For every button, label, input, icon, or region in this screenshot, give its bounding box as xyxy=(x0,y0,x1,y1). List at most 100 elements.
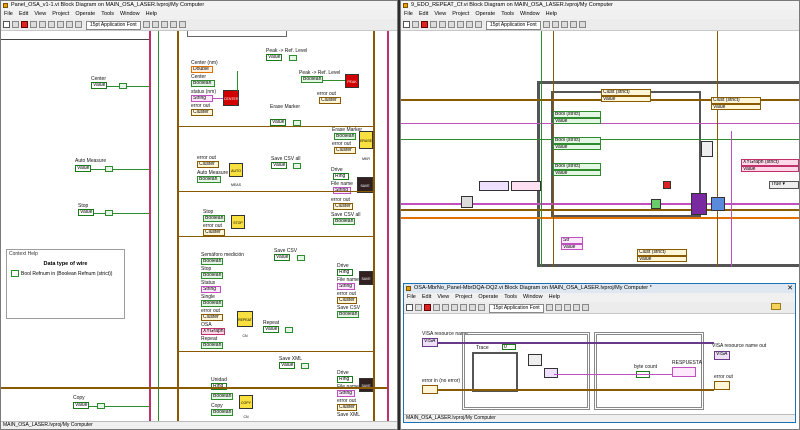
subvi-block[interactable] xyxy=(479,181,509,191)
clust-strict-node-2[interactable]: Clust (strict) xyxy=(711,97,761,104)
step-out-button[interactable] xyxy=(475,21,482,28)
reorder-button[interactable] xyxy=(572,304,580,311)
stop-subvi-icon[interactable]: STOP xyxy=(231,215,245,229)
trace-case-structure[interactable] xyxy=(472,352,518,392)
distribute-objects-button[interactable] xyxy=(151,21,159,28)
block-diagram-window-panel-osa[interactable]: Panel_OSA_v1-1.vi Block Diagram on MAIN_… xyxy=(0,0,398,430)
menu-file[interactable]: File xyxy=(404,11,413,17)
menu-operate[interactable]: Operate xyxy=(475,11,496,17)
run-continuously-button[interactable] xyxy=(412,21,419,28)
drive-ring-2[interactable]: Ring xyxy=(337,269,353,276)
while-loop[interactable] xyxy=(537,81,799,267)
window-title-bar[interactable]: Panel_OSA_v1-1.vi Block Diagram on MAIN_… xyxy=(1,1,397,10)
xygraph-value[interactable]: Value xyxy=(741,166,799,172)
center-subvi-icon[interactable]: CENTER xyxy=(223,90,239,106)
center-nm-numeric[interactable]: Double xyxy=(191,66,213,73)
erase-marker-boolean[interactable]: Boolean xyxy=(334,133,356,140)
retain-wire-values-button[interactable] xyxy=(448,21,455,28)
auto-measure-control[interactable]: Value xyxy=(75,165,91,172)
menu-window[interactable]: Window xyxy=(520,11,540,17)
menu-help[interactable]: Help xyxy=(548,294,560,300)
retain-wire-values-button[interactable] xyxy=(48,21,55,28)
retain-wire-values-button[interactable] xyxy=(451,304,458,311)
menu-file[interactable]: File xyxy=(4,11,13,17)
center-compare[interactable] xyxy=(119,83,127,89)
clust-strict-node[interactable]: Clust (strict) xyxy=(601,89,651,96)
error-out-cluster-5[interactable]: Cluster xyxy=(333,203,353,210)
stop-control[interactable]: Value xyxy=(78,209,94,216)
save-compare[interactable] xyxy=(293,163,301,169)
step-out-button[interactable] xyxy=(75,21,82,28)
respuesta-indicator[interactable] xyxy=(672,367,696,377)
subvi-block[interactable] xyxy=(701,141,713,157)
subvi-block[interactable] xyxy=(528,354,542,366)
peak-ref-boolean[interactable]: Boolean xyxy=(301,76,323,83)
cleanup-diagram-button[interactable] xyxy=(581,304,589,311)
cleanup-diagram-button[interactable] xyxy=(178,21,186,28)
peak-compare[interactable] xyxy=(289,55,297,61)
menu-file[interactable]: File xyxy=(407,294,416,300)
distribute-objects-button[interactable] xyxy=(554,304,562,311)
file-name-string[interactable]: String xyxy=(333,187,351,194)
stop-boolean[interactable]: Boolean xyxy=(203,215,225,222)
stop-boolean-2[interactable]: Boolean xyxy=(201,272,223,279)
context-help-window[interactable]: Context Help Data type of wire Bool Refn… xyxy=(6,249,125,319)
pause-button[interactable] xyxy=(430,21,437,28)
reorder-button[interactable] xyxy=(569,21,577,28)
block-diagram-window-osa-panel[interactable]: OSA-MbrNo_Panel-MbrDQA-DQ2.vi Block Diag… xyxy=(403,283,796,423)
copy-subvi-icon[interactable]: COPY CN xyxy=(239,395,253,419)
clust-value[interactable]: Value xyxy=(601,96,651,102)
visa-resource-out-indicator[interactable]: VISA xyxy=(714,351,730,360)
drive-ring-3[interactable]: Ring xyxy=(337,376,353,383)
bool-value-2[interactable]: Value xyxy=(553,144,601,150)
repeat-subvi-icon[interactable]: REPEAT CN xyxy=(237,311,253,338)
bool-strict-node[interactable]: Bool (strict) xyxy=(553,111,601,118)
repeat-compare[interactable] xyxy=(285,327,293,333)
menu-project[interactable]: Project xyxy=(452,11,470,17)
resize-objects-button[interactable] xyxy=(560,21,568,28)
unidad-boolean[interactable]: Boolean xyxy=(211,393,233,400)
save-xml-compare[interactable] xyxy=(301,363,309,369)
subvi-block[interactable] xyxy=(544,368,558,378)
error-out-cluster-6[interactable]: Cluster xyxy=(203,229,225,236)
save-csv-subvi-icon[interactable]: SAVE CSV xyxy=(357,177,373,204)
case-selector-true[interactable]: True ▾ xyxy=(769,181,799,189)
abort-button[interactable] xyxy=(424,304,431,311)
align-objects-button[interactable] xyxy=(542,21,550,28)
copy-control[interactable]: Value xyxy=(73,402,89,409)
abort-button[interactable] xyxy=(21,21,28,28)
menu-window[interactable]: Window xyxy=(120,11,140,17)
auto-measure-boolean[interactable]: Boolean xyxy=(197,176,221,183)
run-button[interactable] xyxy=(3,21,10,28)
menu-help[interactable]: Help xyxy=(545,11,557,17)
pause-button[interactable] xyxy=(30,21,37,28)
subvi-block[interactable] xyxy=(691,193,707,215)
single-boolean[interactable]: Boolean xyxy=(201,300,223,307)
highlight-execution-button[interactable] xyxy=(442,304,449,311)
visa-resource-control[interactable]: VISA xyxy=(422,338,438,347)
pause-button[interactable] xyxy=(433,304,440,311)
menu-edit[interactable]: Edit xyxy=(421,294,432,300)
menu-view[interactable]: View xyxy=(437,294,450,300)
diagram-canvas[interactable]: Center Value Center (nm) Double Center B… xyxy=(1,31,397,429)
run-button[interactable] xyxy=(406,304,413,311)
str-value[interactable]: Value xyxy=(561,244,583,250)
loop-count[interactable]: 0 xyxy=(502,344,516,350)
auto-subvi-icon[interactable]: AUTO MEAS xyxy=(229,163,243,187)
highlight-execution-button[interactable] xyxy=(439,21,446,28)
menu-view[interactable]: View xyxy=(434,11,447,17)
save-csv-boolean[interactable]: Boolean xyxy=(337,311,359,318)
subvi-block[interactable] xyxy=(651,199,661,209)
distribute-objects-button[interactable] xyxy=(551,21,559,28)
status-nm-string[interactable]: String xyxy=(191,95,213,102)
center-control[interactable]: Value xyxy=(91,82,107,89)
clust-value-3[interactable]: Value xyxy=(637,256,687,262)
step-into-button[interactable] xyxy=(460,304,467,311)
resize-objects-button[interactable] xyxy=(563,304,571,311)
menu-tools[interactable]: Tools xyxy=(504,294,518,300)
error-out-indicator[interactable] xyxy=(714,381,730,390)
error-out-cluster-3[interactable]: Cluster xyxy=(334,147,356,154)
subvi-block[interactable] xyxy=(711,197,725,211)
font-select[interactable]: 15pt Application Font xyxy=(489,304,544,313)
bool-value[interactable]: Value xyxy=(553,118,601,124)
